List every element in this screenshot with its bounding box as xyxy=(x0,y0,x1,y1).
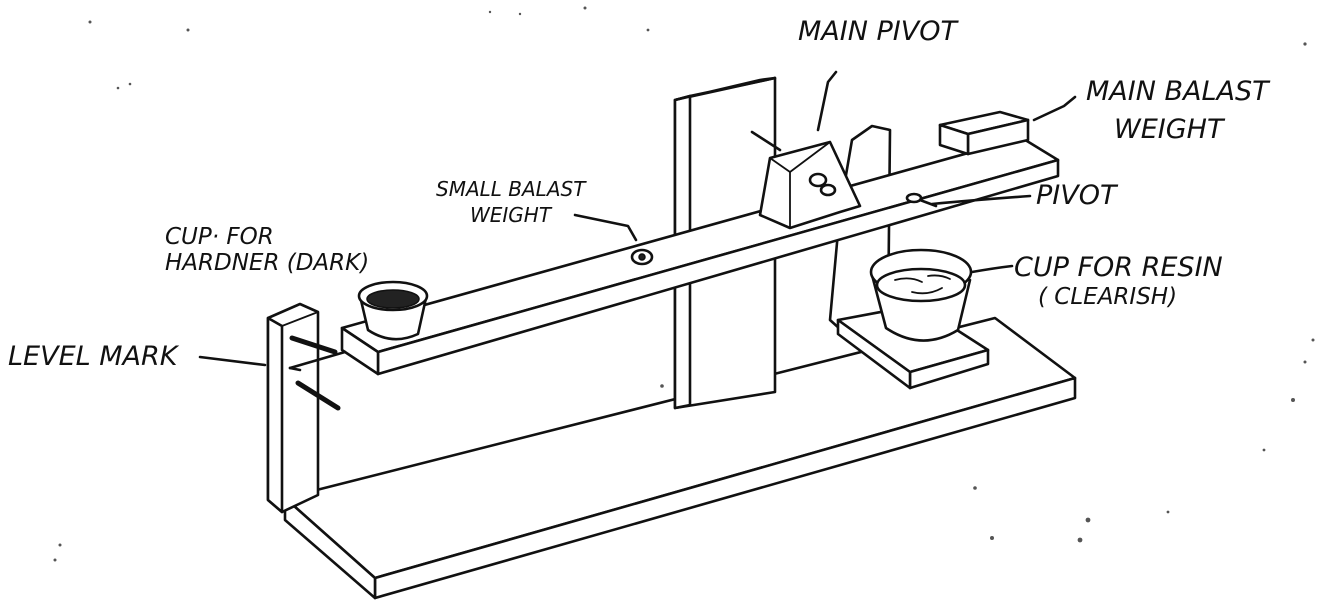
level-post xyxy=(268,304,318,512)
label-small-balast-line2: WEIGHT xyxy=(470,203,553,227)
label-main-pivot: MAIN PIVOT xyxy=(798,16,959,47)
label-main-balast-line1: MAIN BALAST xyxy=(1086,76,1271,107)
label-pivot: PIVOT xyxy=(1036,180,1119,211)
hardner-cup xyxy=(359,282,427,339)
label-small-balast-line1: SMALL BALAST xyxy=(436,177,587,201)
label-cup-hardner-line1: CUP· FOR xyxy=(165,224,274,250)
label-level-mark: LEVEL MARK xyxy=(8,341,180,372)
resin-cup xyxy=(871,250,971,341)
label-cup-resin-line1: CUP FOR RESIN xyxy=(1014,252,1223,283)
label-cup-hardner-line2: HARDNER (DARK) xyxy=(165,250,369,276)
label-cup-resin-line2: ( CLEARISH) xyxy=(1038,284,1177,310)
label-main-balast-line2: WEIGHT xyxy=(1114,114,1226,145)
labels: MAIN PIVOT MAIN BALAST WEIGHT PIVOT SMAL… xyxy=(8,16,1271,372)
small-balast-weight xyxy=(632,250,652,264)
